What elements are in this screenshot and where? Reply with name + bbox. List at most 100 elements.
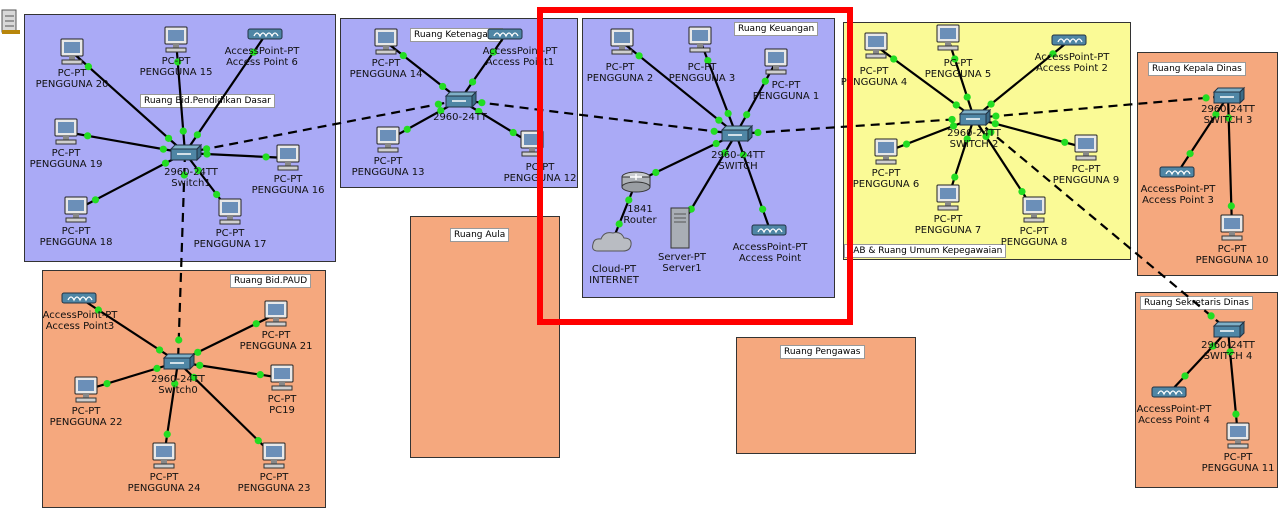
device-p3[interactable]	[685, 26, 715, 54]
port-status-dot	[963, 93, 971, 101]
device-model: PC-PT	[71, 406, 101, 417]
access-link[interactable]	[459, 33, 507, 101]
device-srv[interactable]	[668, 206, 692, 250]
device-pc19[interactable]	[267, 364, 297, 392]
device-model: PC-PT	[161, 56, 191, 67]
access-link[interactable]	[973, 117, 1035, 211]
port-status-dot	[84, 132, 92, 140]
device-p23[interactable]	[259, 442, 289, 470]
pc-icon	[688, 26, 712, 53]
port-status-dot	[203, 145, 211, 153]
device-sw2[interactable]	[956, 108, 992, 128]
access-link[interactable]	[1226, 329, 1240, 437]
device-p21[interactable]	[261, 300, 291, 328]
device-ap2[interactable]	[1050, 32, 1090, 48]
device-name: PENGGUNA 9	[1052, 175, 1120, 186]
device-cloud[interactable]	[590, 229, 634, 255]
access-point-icon	[247, 28, 283, 40]
access-link[interactable]	[162, 361, 180, 457]
device-p11[interactable]	[1223, 422, 1253, 450]
device-apx[interactable]	[60, 290, 100, 306]
device-p5[interactable]	[933, 24, 963, 52]
device-p16[interactable]	[273, 144, 303, 172]
device-p8[interactable]	[1019, 196, 1049, 224]
device-p7[interactable]	[933, 184, 963, 212]
access-link[interactable]	[1177, 95, 1229, 173]
device-model: PC-PT	[943, 58, 973, 69]
device-swm[interactable]	[718, 124, 754, 144]
device-p2[interactable]	[607, 28, 637, 56]
access-link[interactable]	[698, 39, 738, 135]
pc-icon	[936, 184, 960, 211]
access-link[interactable]	[946, 37, 976, 119]
device-p10[interactable]	[1217, 214, 1247, 242]
device-name: PENGGUNA 6	[852, 179, 920, 190]
device-swk[interactable]	[442, 90, 478, 110]
port-status-dot	[724, 109, 732, 118]
device-p18[interactable]	[61, 196, 91, 224]
access-link[interactable]	[184, 151, 289, 160]
port-status-dot	[982, 132, 990, 141]
device-p13[interactable]	[373, 126, 403, 154]
trunk-link[interactable]	[973, 117, 1229, 331]
access-link[interactable]	[85, 360, 179, 392]
trunk-link[interactable]	[973, 94, 1229, 120]
device-name: SWITCH	[718, 161, 758, 172]
device-p4[interactable]	[861, 32, 891, 60]
port-status-dot	[1226, 348, 1234, 356]
device-name: PENGGUNA 20	[35, 79, 109, 90]
device-sw3[interactable]	[1210, 86, 1246, 106]
device-p22[interactable]	[71, 376, 101, 404]
device-p19[interactable]	[51, 118, 81, 146]
trunk-link[interactable]	[735, 116, 975, 136]
room-title-keuangan: Ruang Keuangan	[734, 22, 819, 36]
access-link[interactable]	[1169, 329, 1229, 393]
pc-icon	[1022, 196, 1046, 223]
pc-icon	[164, 26, 188, 53]
trunk-link[interactable]	[176, 152, 187, 363]
device-p20[interactable]	[57, 38, 87, 66]
device-p14[interactable]	[371, 28, 401, 56]
device-name: Switch1	[171, 178, 211, 189]
device-p9[interactable]	[1071, 134, 1101, 162]
port-status-dot	[704, 56, 712, 65]
access-link[interactable]	[734, 133, 772, 231]
device-p24[interactable]	[149, 442, 179, 470]
pc-icon	[1226, 422, 1250, 449]
device-sw1[interactable]	[167, 143, 203, 163]
device-p17[interactable]	[215, 198, 245, 226]
port-status-dot	[715, 116, 723, 124]
device-ap1[interactable]	[486, 26, 526, 42]
device-model: PC-PT	[149, 472, 179, 483]
device-ap3[interactable]	[1158, 164, 1198, 180]
device-rtr[interactable]	[620, 169, 652, 195]
pc-icon	[874, 138, 898, 165]
access-link[interactable]	[177, 360, 283, 380]
device-p6[interactable]	[871, 138, 901, 166]
access-link[interactable]	[385, 41, 461, 101]
device-sw4[interactable]	[1210, 320, 1246, 340]
device-p15[interactable]	[161, 26, 191, 54]
port-status-dot	[403, 125, 411, 133]
device-ap6[interactable]	[246, 26, 286, 42]
port-status-dot	[987, 100, 995, 108]
trunk-link[interactable]	[459, 98, 737, 136]
room-title-kepegawaian: LAB & Ruang Umum Kepegawaian	[844, 244, 1007, 258]
device-ap4[interactable]	[1150, 384, 1190, 400]
access-link[interactable]	[885, 116, 975, 154]
device-p1[interactable]	[761, 48, 791, 76]
device-sw0[interactable]	[160, 352, 196, 372]
palette-tray-icon[interactable]	[0, 8, 22, 36]
device-name: Switch0	[158, 385, 198, 396]
port-status-dot	[721, 149, 729, 157]
trunk-link[interactable]	[184, 98, 461, 155]
device-ap[interactable]	[750, 222, 790, 238]
pc-icon	[936, 24, 960, 51]
